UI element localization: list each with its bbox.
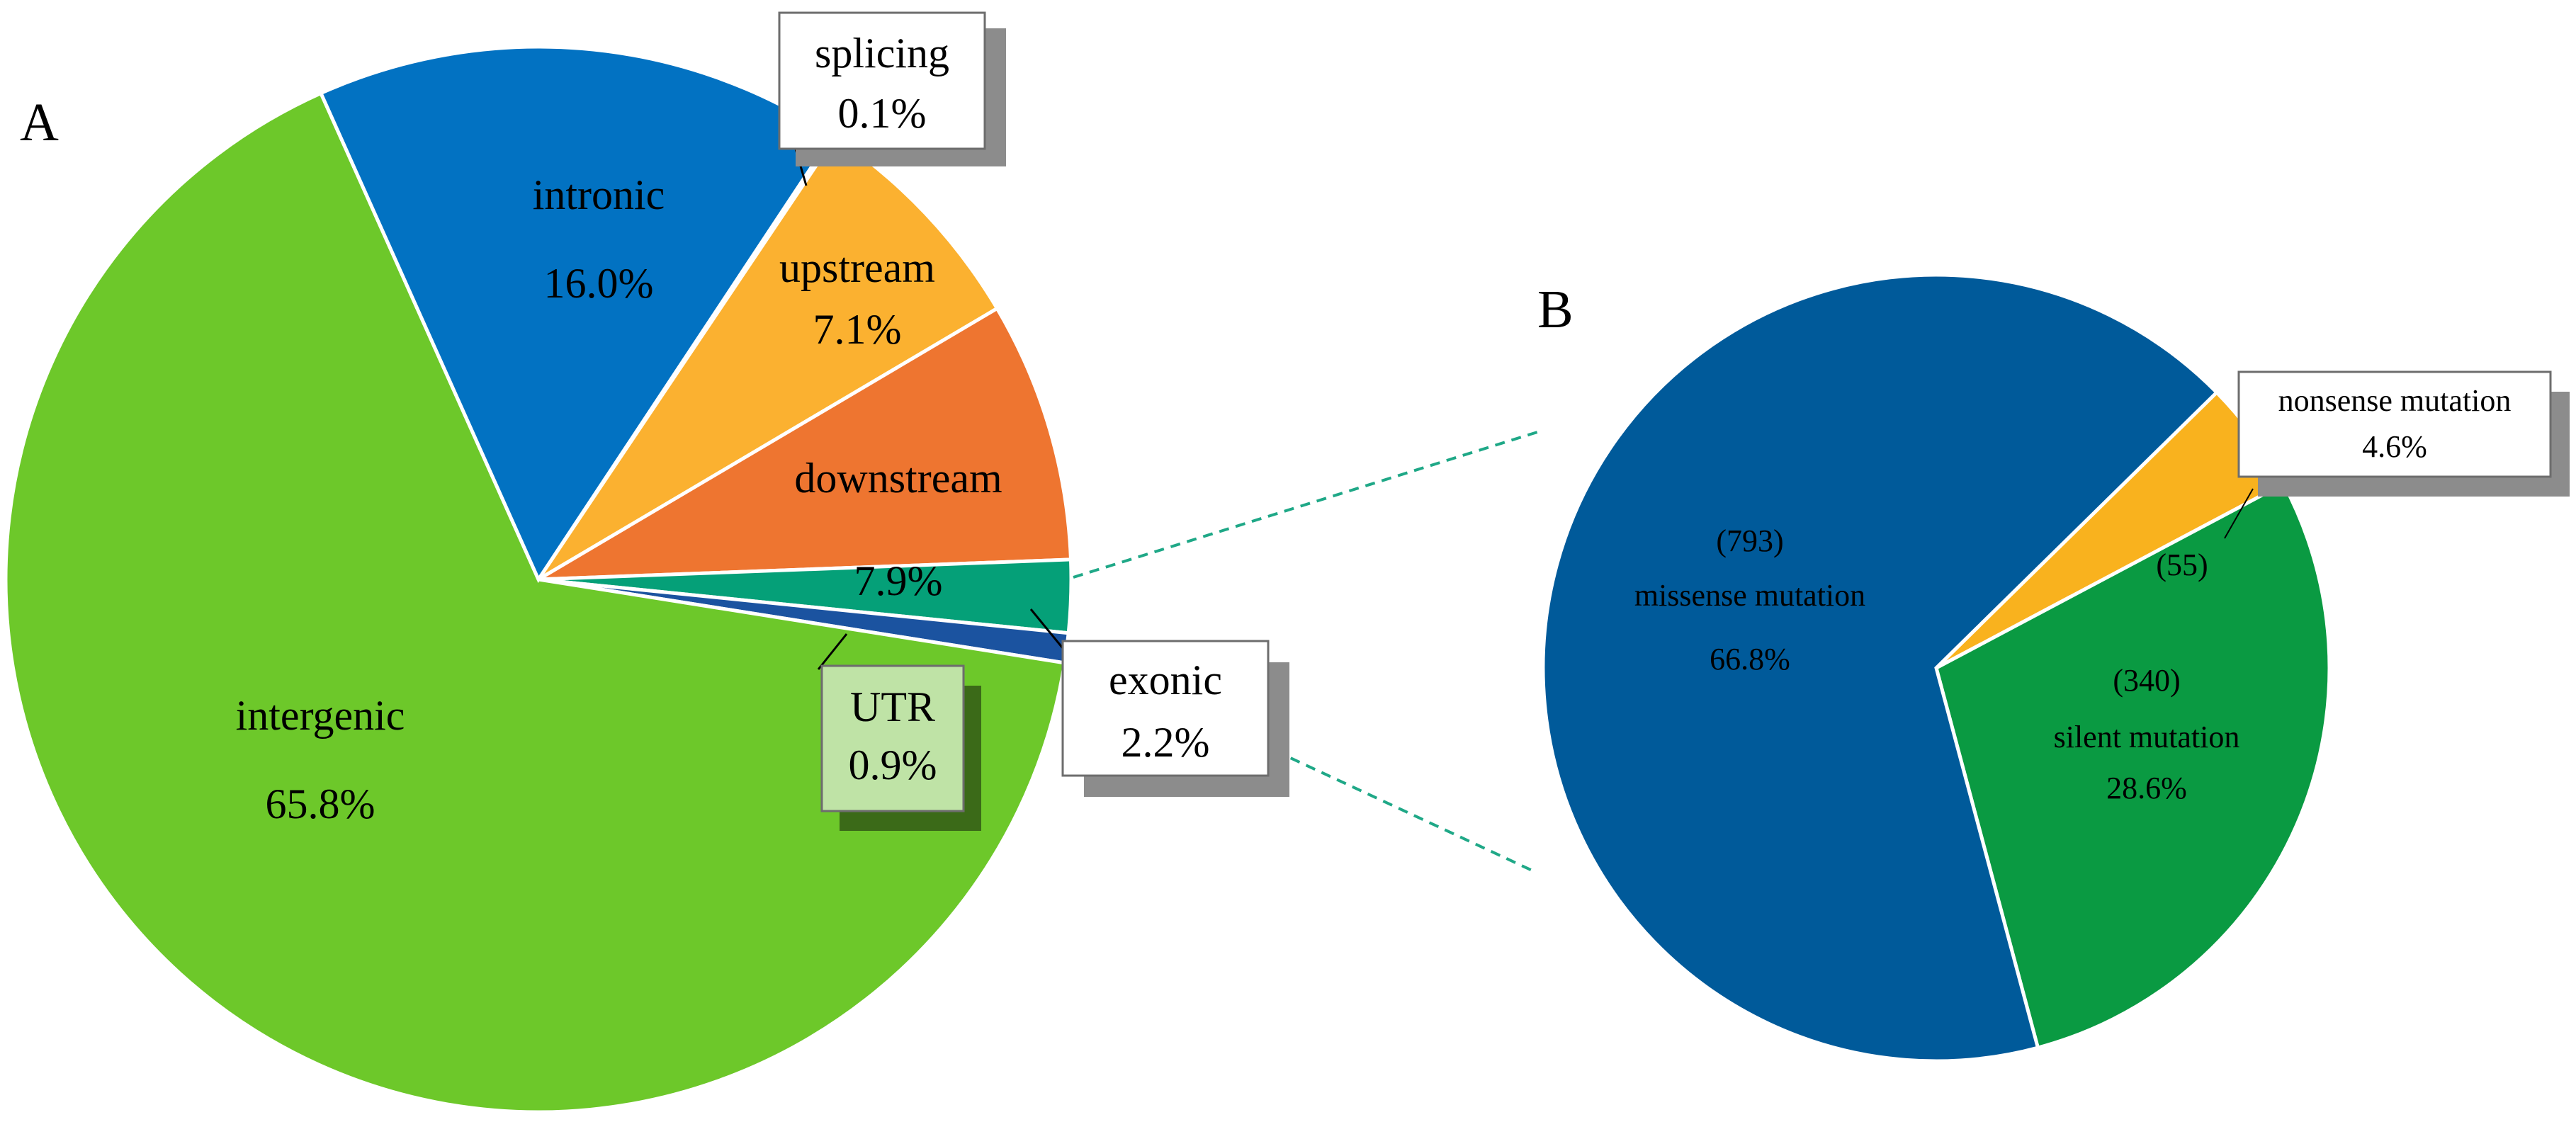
utr-callout-label: UTR — [850, 684, 935, 730]
intronic-label: intronic — [533, 171, 665, 218]
panel-label-b: B — [1537, 280, 1574, 339]
pie-a-slice-intronic — [318, 45, 835, 584]
utr-leader — [817, 633, 848, 670]
zoom-line-top — [1073, 431, 1538, 579]
silent-count: (340) — [2113, 663, 2180, 698]
missense-label: missense mutation — [1634, 578, 1865, 613]
zoom-line-bottom — [1275, 749, 1535, 873]
downstream-label: downstream — [794, 455, 1002, 502]
pie-a-slice-intergenic — [4, 91, 1067, 1114]
downstream-value: 7.9% — [854, 557, 943, 604]
silent-label: silent mutation — [2054, 720, 2240, 754]
exonic-callout-value: 2.2% — [1122, 719, 1210, 766]
panel-label-a: A — [20, 93, 59, 152]
exonic-callout-label: exonic — [1109, 657, 1222, 703]
utr-callout-value: 0.9% — [849, 742, 937, 788]
upstream-label: upstream — [779, 244, 935, 291]
pie-chart-a — [4, 45, 1073, 1114]
pie-a-slice-downstream — [537, 306, 1073, 582]
missense-value: 66.8% — [1710, 642, 1790, 676]
missense-count: (793) — [1716, 523, 1783, 558]
splicing-callout-box — [778, 11, 986, 150]
nonsense-callout-box — [2237, 370, 2552, 478]
pie-chart-b — [1541, 273, 2332, 1063]
intergenic-label: intergenic — [236, 692, 405, 739]
intronic-value: 16.0% — [544, 260, 654, 307]
exonic-callout-box — [1061, 640, 1270, 777]
splicing-callout-label: splicing — [815, 30, 949, 76]
nonsense-callout-label: nonsense mutation — [2278, 383, 2512, 418]
intergenic-value: 65.8% — [266, 781, 375, 827]
nonsense-count: (55) — [2156, 548, 2208, 582]
silent-value: 28.6% — [2106, 771, 2187, 805]
splicing-callout-value: 0.1% — [838, 90, 927, 137]
pie-b-slice-silent-mutation — [1934, 481, 2332, 1050]
upstream-value: 7.1% — [813, 306, 902, 353]
utr-callout-box — [820, 664, 965, 812]
nonsense-leader — [2224, 488, 2254, 539]
pie-b-slice-missense-mutation — [1541, 273, 2220, 1063]
exonic-leader — [1029, 608, 1064, 649]
nonsense-callout-value: 4.6% — [2362, 429, 2427, 464]
